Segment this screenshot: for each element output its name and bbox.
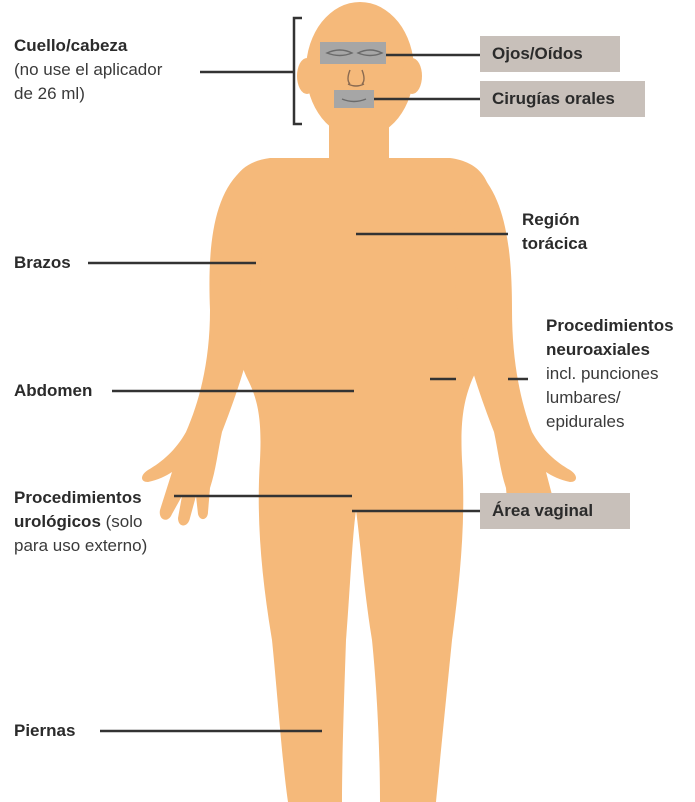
label-uro-1: Procedimientos	[14, 486, 147, 510]
label-neuro: Procedimientos neuroaxiales incl. puncio…	[546, 314, 674, 434]
label-cuello: Cuello/cabeza (no use el aplicador de 26…	[14, 34, 162, 106]
mouth-highlight	[334, 90, 374, 108]
label-uro-2b: (solo	[101, 512, 143, 531]
left-arm	[142, 172, 262, 526]
label-uro-3: para uso externo)	[14, 534, 147, 558]
neck	[329, 110, 389, 160]
label-cuello-title: Cuello/cabeza	[14, 34, 162, 58]
label-vaginal: Área vaginal	[492, 501, 593, 521]
label-region: Región torácica	[522, 208, 587, 256]
label-cirugias: Cirugías orales	[492, 89, 615, 109]
label-vaginal-box: Área vaginal	[480, 493, 630, 529]
label-cuello-sub2: de 26 ml)	[14, 82, 162, 106]
label-uro-2a: urológicos	[14, 512, 101, 531]
left-ear	[297, 58, 317, 94]
label-neuro-3: incl. punciones	[546, 362, 674, 386]
label-cirugias-box: Cirugías orales	[480, 81, 645, 117]
label-piernas: Piernas	[14, 719, 75, 743]
label-neuro-4: lumbares/	[546, 386, 674, 410]
label-neuro-2: neuroaxiales	[546, 338, 674, 362]
right-ear	[402, 58, 422, 94]
label-uro: Procedimientos urológicos (solo para uso…	[14, 486, 147, 558]
label-region-2: torácica	[522, 232, 587, 256]
label-brazos: Brazos	[14, 251, 71, 275]
label-neuro-1: Procedimientos	[546, 314, 674, 338]
label-ojos-box: Ojos/Oídos	[480, 36, 620, 72]
label-abdomen: Abdomen	[14, 379, 92, 403]
label-neuro-5: epidurales	[546, 410, 674, 434]
torso-and-legs	[228, 158, 492, 802]
label-cuello-sub1: (no use el aplicador	[14, 58, 162, 82]
label-ojos: Ojos/Oídos	[492, 44, 583, 64]
label-region-1: Región	[522, 208, 587, 232]
